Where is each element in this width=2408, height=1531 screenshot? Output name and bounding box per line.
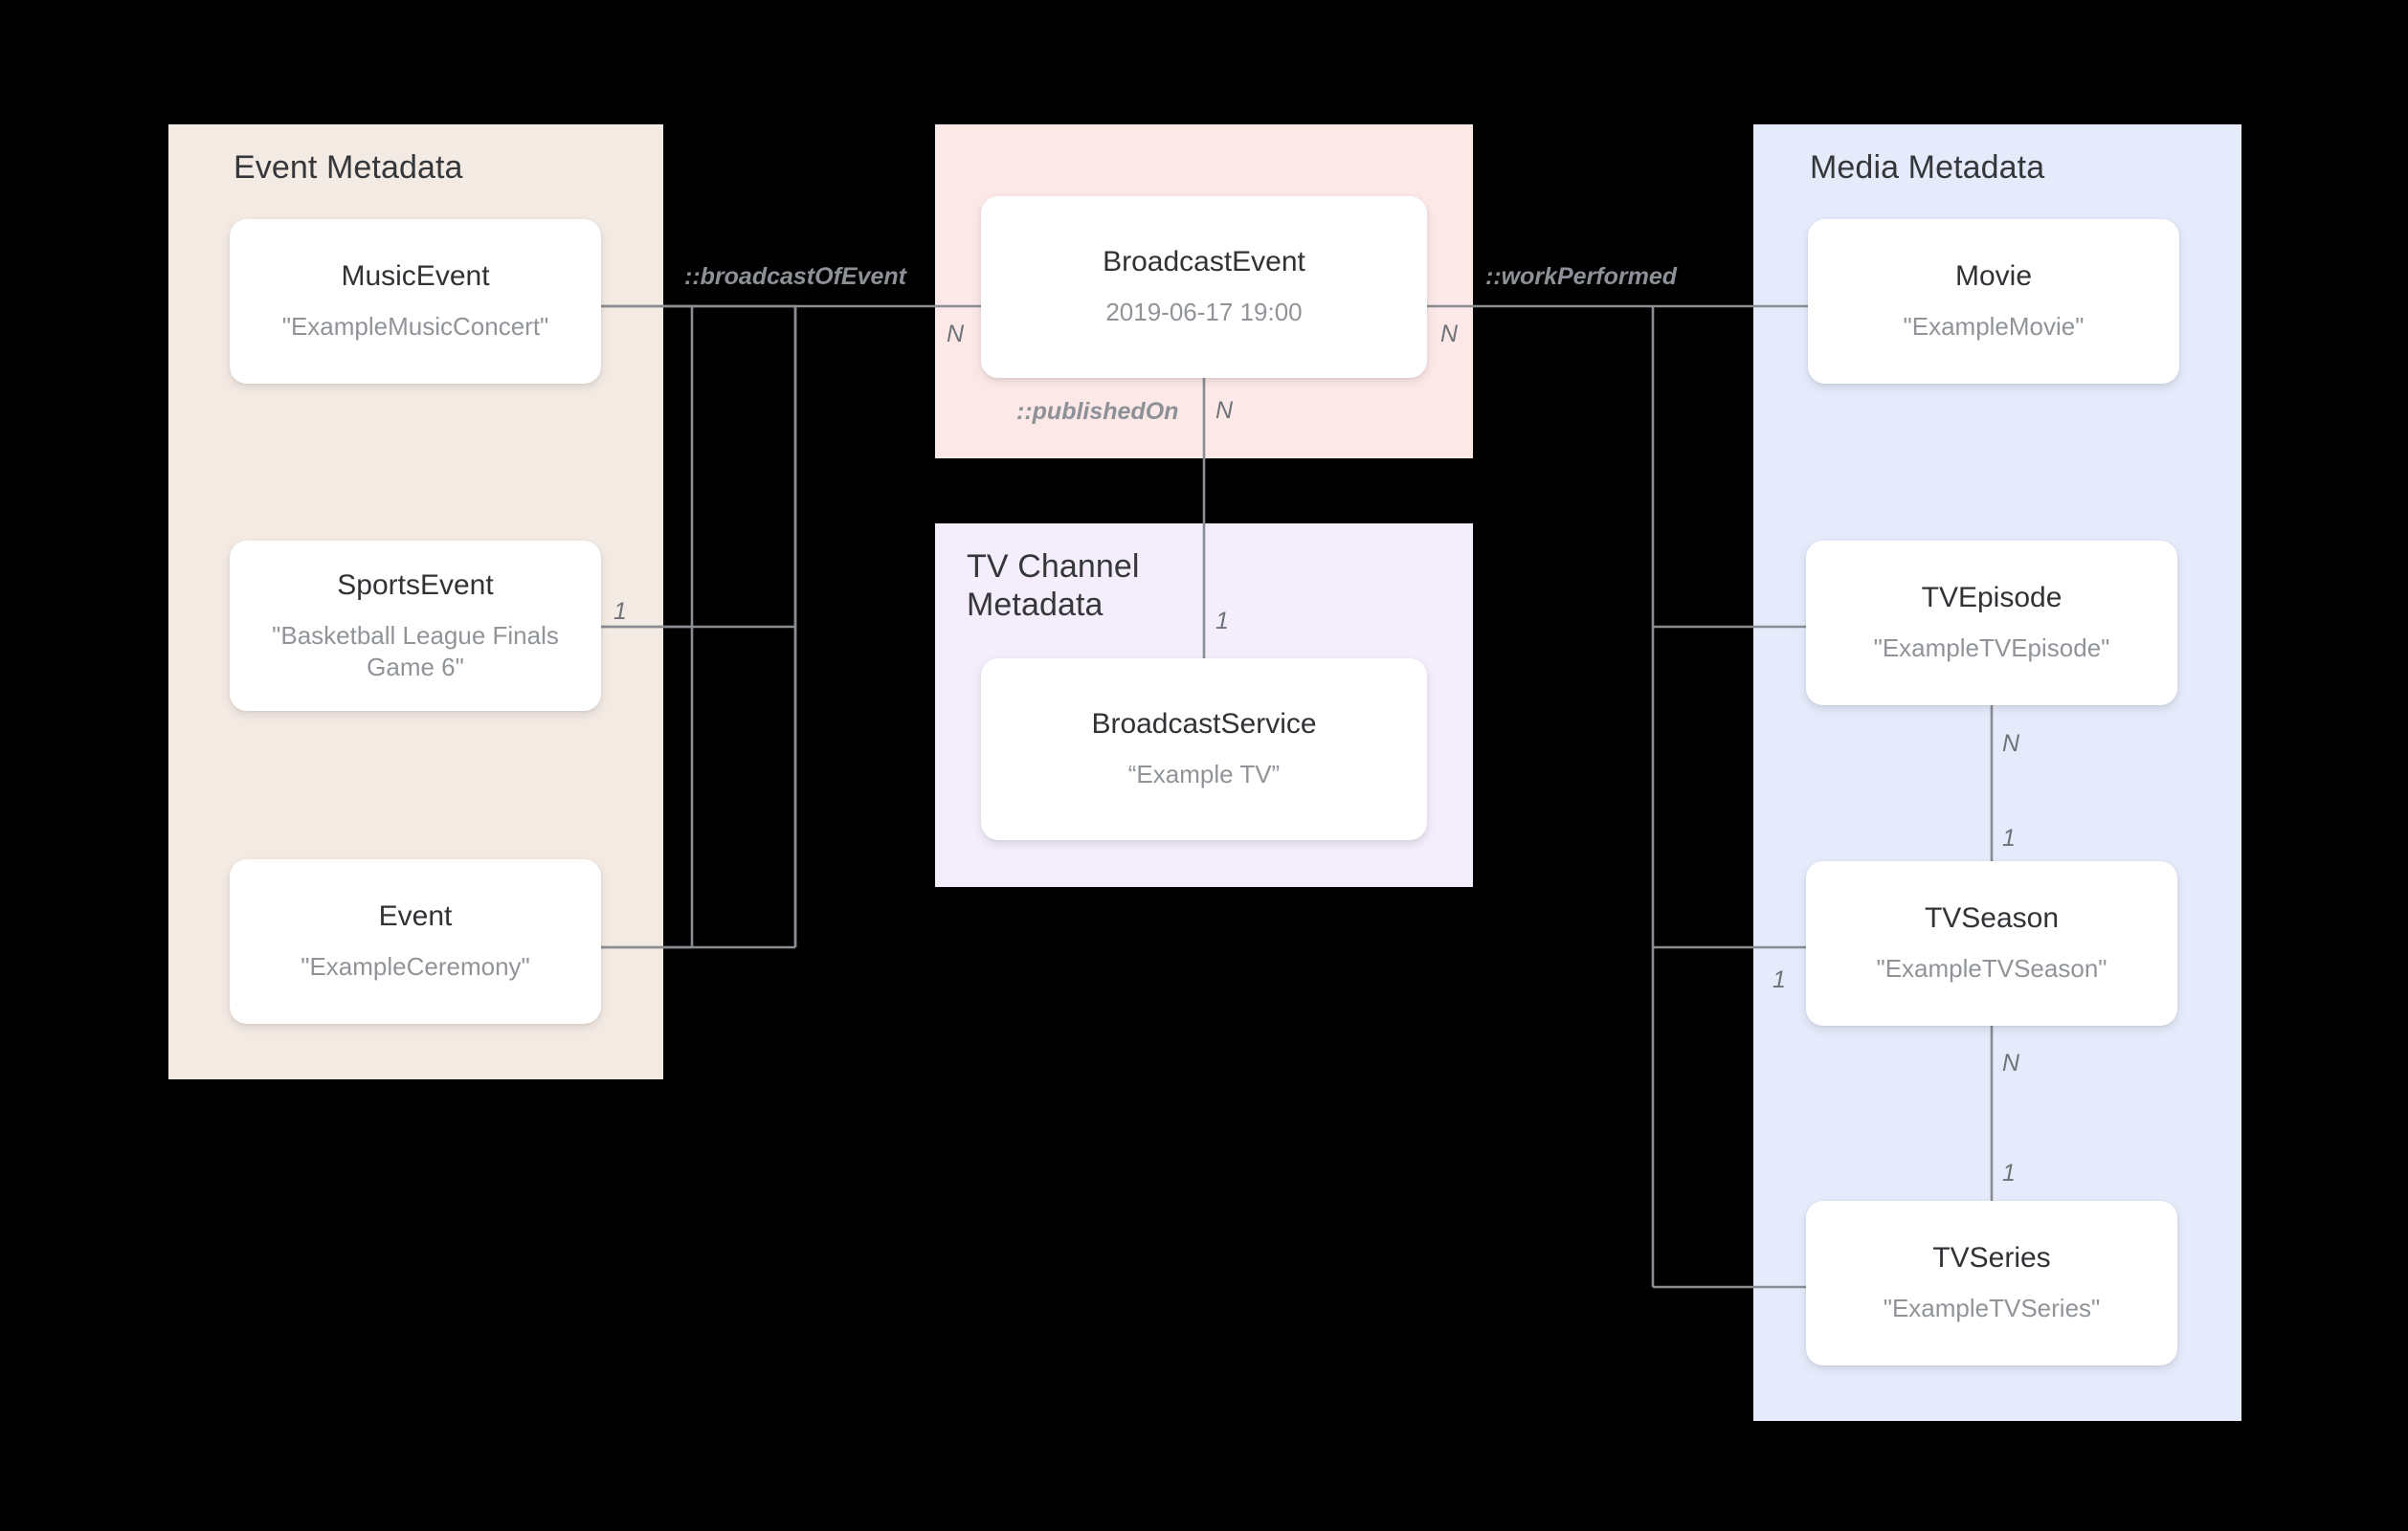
node-subtitle: "Basketball League Finals Game 6" xyxy=(272,620,559,681)
node-title: MusicEvent xyxy=(341,260,490,293)
node-movie[interactable]: Movie "ExampleMovie" xyxy=(1808,219,2179,384)
group-title-tv-channel-metadata: TV Channel Metadata xyxy=(967,548,1140,624)
group-title-event-metadata: Event Metadata xyxy=(234,149,463,186)
cardinality-broadcast-event-right-n: N xyxy=(1440,321,1459,347)
cardinality-broadcast-service-1: 1 xyxy=(1215,608,1229,634)
node-tv-episode[interactable]: TVEpisode "ExampleTVEpisode" xyxy=(1806,541,2177,705)
node-subtitle: "ExampleMovie" xyxy=(1903,312,2085,342)
node-title: Movie xyxy=(1954,260,2033,293)
node-title: TVSeason xyxy=(1924,902,2060,935)
node-subtitle: "ExampleTVEpisode" xyxy=(1873,633,2110,663)
node-subtitle: “Example TV” xyxy=(1127,760,1281,789)
cardinality-tv-series-1: 1 xyxy=(2002,1160,2016,1187)
group-title-media-metadata: Media Metadata xyxy=(1810,149,2045,186)
node-subtitle: "ExampleCeremony" xyxy=(301,952,530,982)
edge-label-broadcast-of-event: ::broadcastOfEvent xyxy=(684,263,906,290)
node-music-event[interactable]: MusicEvent "ExampleMusicConcert" xyxy=(230,219,601,384)
node-sports-event[interactable]: SportsEvent "Basketball League Finals Ga… xyxy=(230,541,601,711)
cardinality-tv-season-left-1: 1 xyxy=(1773,966,1786,993)
node-subtitle: "ExampleTVSeries" xyxy=(1883,1294,2101,1323)
cardinality-tv-season-n: N xyxy=(2002,1050,2020,1076)
node-event[interactable]: Event "ExampleCeremony" xyxy=(230,859,601,1024)
node-subtitle: "ExampleMusicConcert" xyxy=(281,312,549,342)
node-title: Event xyxy=(378,900,453,933)
cardinality-published-on-n: N xyxy=(1215,397,1234,424)
node-title: SportsEvent xyxy=(337,568,494,601)
edge-label-published-on: ::publishedOn xyxy=(1016,398,1179,425)
node-subtitle: "ExampleTVSeason" xyxy=(1876,954,2107,984)
node-broadcast-service[interactable]: BroadcastService “Example TV” xyxy=(981,658,1427,840)
node-title: BroadcastEvent xyxy=(1103,246,1305,278)
node-title: TVSeries xyxy=(1932,1242,2051,1275)
node-title: TVEpisode xyxy=(1921,582,2062,614)
node-broadcast-event[interactable]: BroadcastEvent 2019-06-17 19:00 xyxy=(981,196,1427,378)
node-title: BroadcastService xyxy=(1091,708,1317,741)
node-tv-series[interactable]: TVSeries "ExampleTVSeries" xyxy=(1806,1201,2177,1365)
edge-label-work-performed: ::workPerformed xyxy=(1485,263,1678,290)
cardinality-music-event-n: N xyxy=(947,321,965,347)
cardinality-tv-episode-n: N xyxy=(2002,730,2020,757)
cardinality-sports-event-1: 1 xyxy=(613,598,627,625)
cardinality-tv-season-top-1: 1 xyxy=(2002,825,2016,852)
node-tv-season[interactable]: TVSeason "ExampleTVSeason" xyxy=(1806,861,2177,1026)
node-subtitle: 2019-06-17 19:00 xyxy=(1105,298,1303,327)
